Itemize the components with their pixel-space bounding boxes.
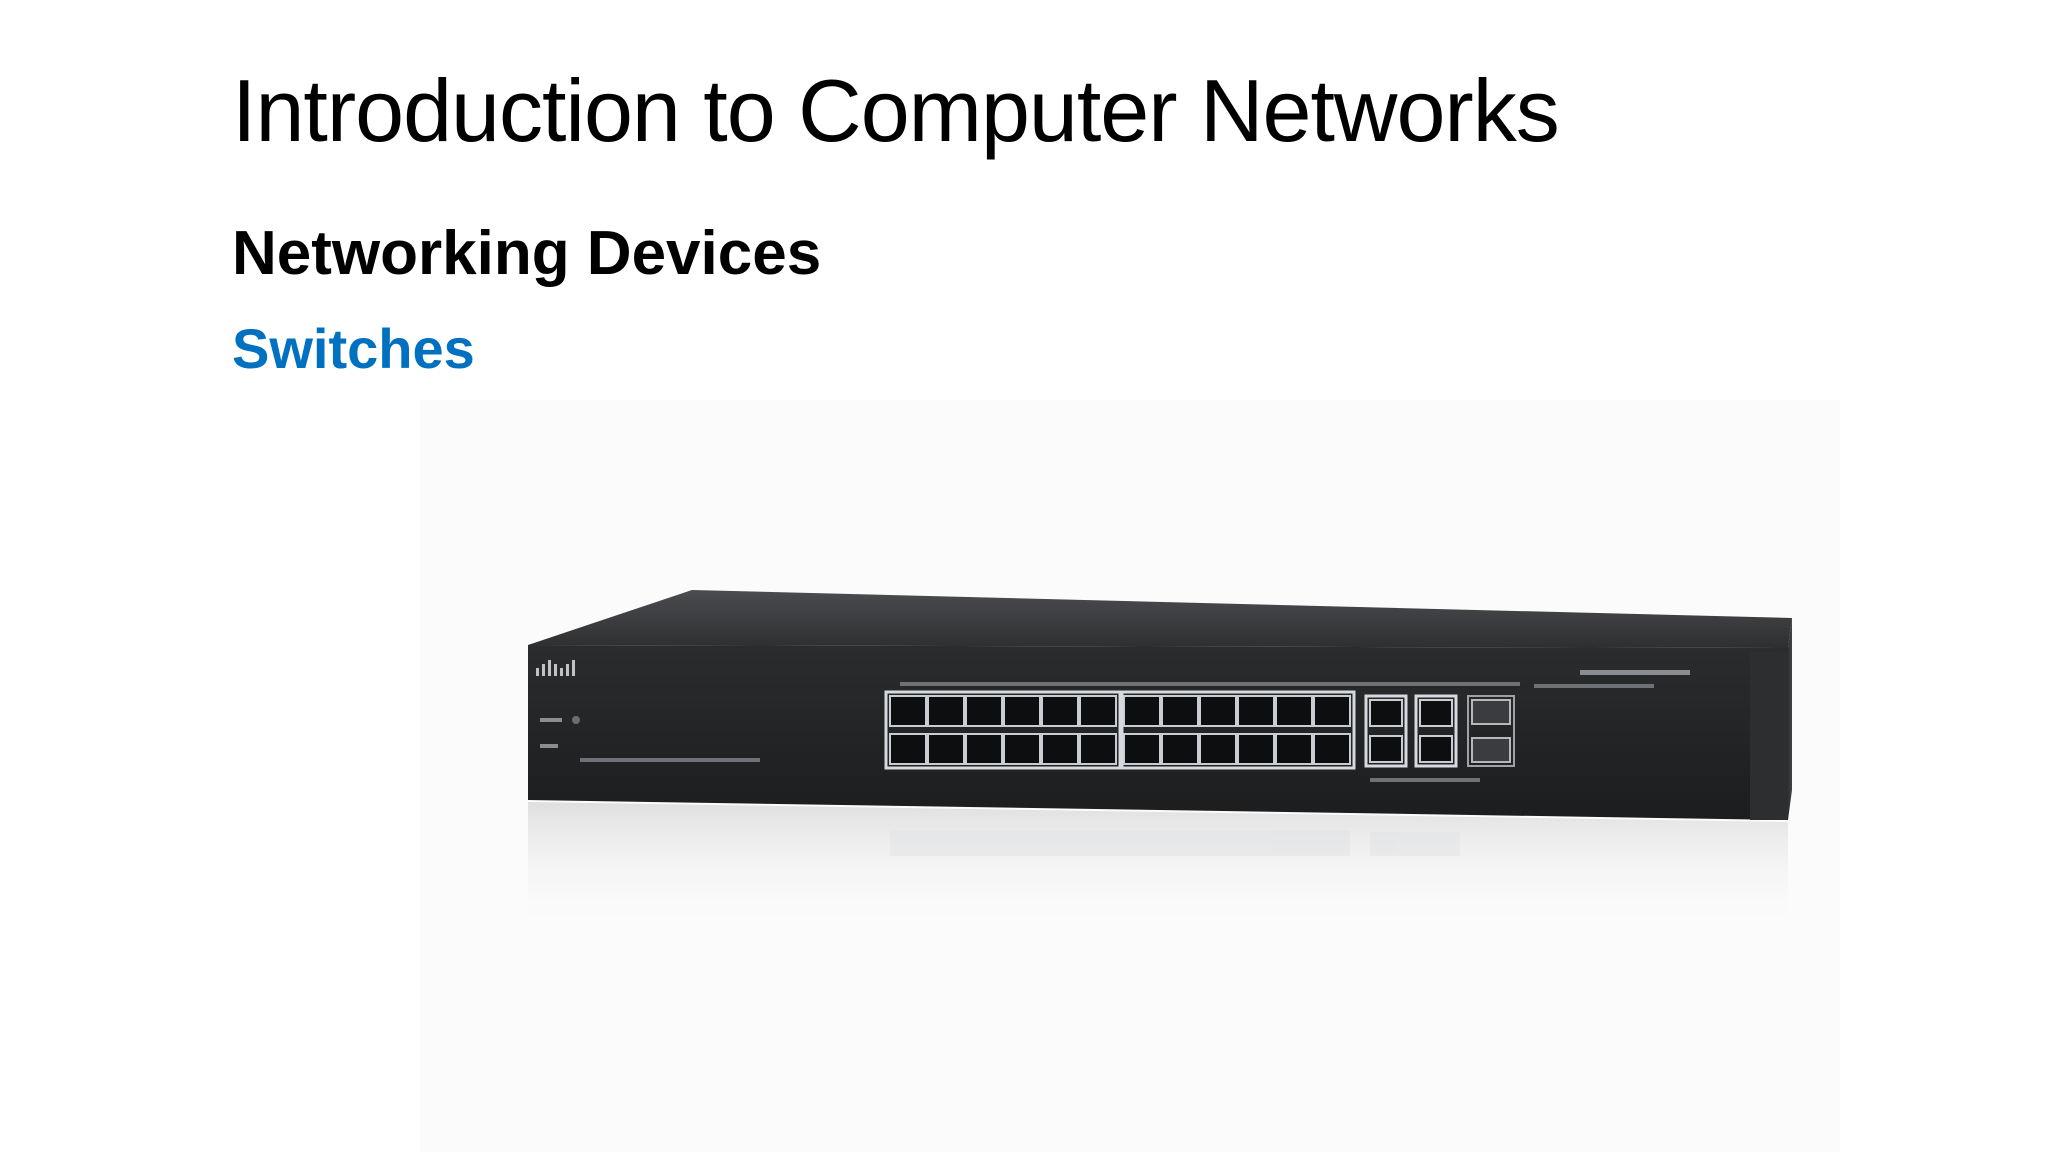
sfp-slots [1471,699,1511,763]
network-switch-photo [528,590,1792,940]
ethernet-ports-block [889,695,1351,765]
section-heading: Switches [232,317,475,380]
status-led-icon [572,716,580,724]
switch-front-panel [528,645,1788,820]
switch-reflection [528,802,1788,940]
slide-subtitle: Networking Devices [232,219,822,288]
slide-title: Introduction to Computer Networks [232,61,1560,160]
cisco-logo-icon [536,660,575,676]
uplink-ports [1369,699,1453,763]
switch-side-panel [1788,618,1792,820]
switch-top-panel [528,590,1792,648]
